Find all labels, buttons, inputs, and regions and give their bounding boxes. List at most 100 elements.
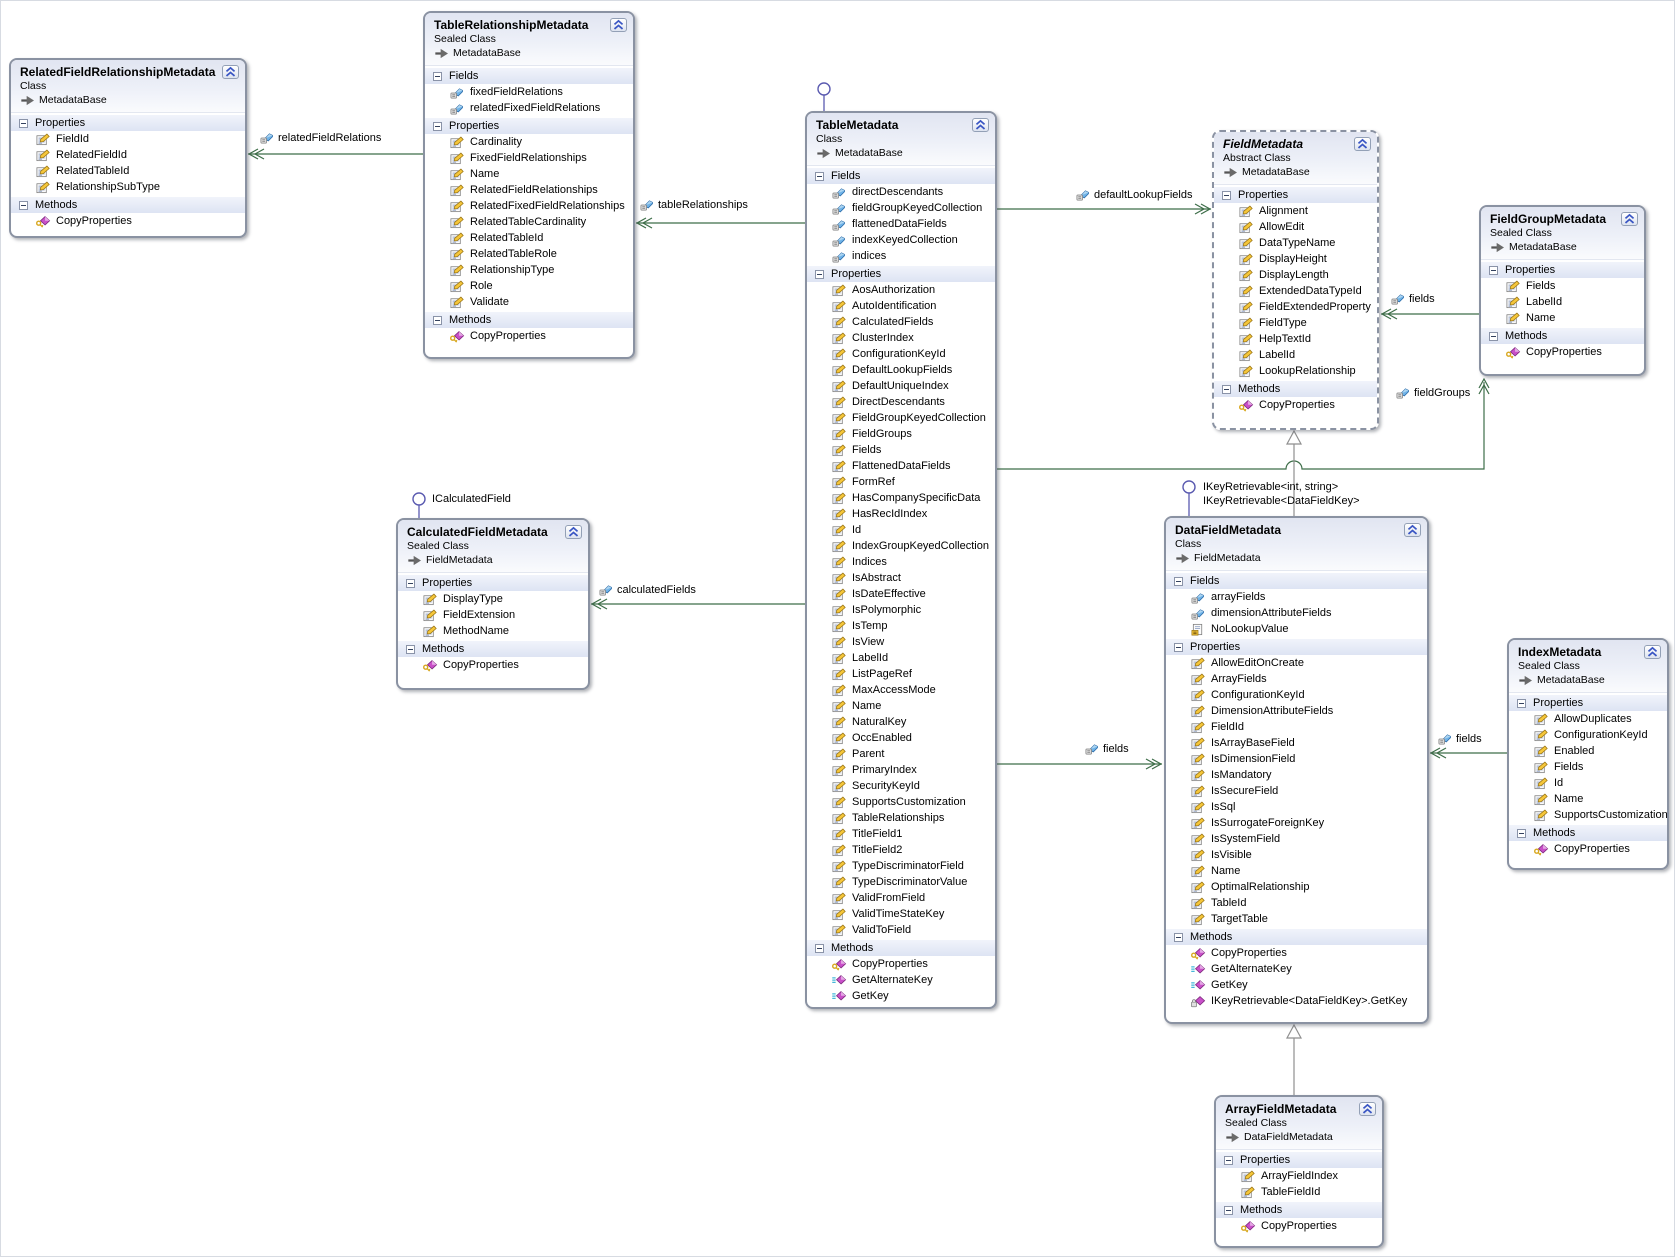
member-row[interactable]: DisplayHeight — [1214, 251, 1377, 267]
member-row[interactable]: HasRecIdIndex — [807, 506, 995, 522]
member-row[interactable]: Indices — [807, 554, 995, 570]
member-row[interactable]: GetKey — [1166, 977, 1427, 993]
section-header-methods[interactable]: Methods — [1214, 381, 1377, 397]
member-row[interactable]: ExtendedDataTypeId — [1214, 283, 1377, 299]
member-row[interactable]: Name — [425, 166, 633, 182]
section-header-properties[interactable]: Properties — [425, 118, 633, 134]
member-row[interactable]: ListPageRef — [807, 666, 995, 682]
section-header-methods[interactable]: Methods — [425, 312, 633, 328]
member-row[interactable]: ClusterIndex — [807, 330, 995, 346]
member-row[interactable]: IsSql — [1166, 799, 1427, 815]
member-row[interactable]: AllowEdit — [1214, 219, 1377, 235]
member-row[interactable]: LabelId — [1214, 347, 1377, 363]
member-row[interactable]: indexKeyedCollection — [807, 232, 995, 248]
section-header-fields[interactable]: Fields — [807, 168, 995, 184]
collapse-section-icon[interactable] — [1489, 331, 1498, 341]
section-header-methods[interactable]: Methods — [11, 197, 245, 213]
member-row[interactable]: Validate — [425, 294, 633, 310]
member-row[interactable]: IsMandatory — [1166, 767, 1427, 783]
section-header-methods[interactable]: Methods — [807, 940, 995, 956]
collapse-box-button[interactable] — [565, 525, 582, 539]
member-row[interactable]: Cardinality — [425, 134, 633, 150]
member-row[interactable]: Name — [1166, 863, 1427, 879]
member-row[interactable]: GetAlternateKey — [1166, 961, 1427, 977]
member-row[interactable]: TitleField1 — [807, 826, 995, 842]
fields-fieldgroup-association[interactable] — [1380, 308, 1479, 320]
member-row[interactable]: SupportsCustomization — [1509, 807, 1667, 823]
member-row[interactable]: DimensionAttributeFields — [1166, 703, 1427, 719]
member-row[interactable]: flattenedDataFields — [807, 216, 995, 232]
member-row[interactable]: IsSurrogateForeignKey — [1166, 815, 1427, 831]
member-row[interactable]: RelatedFieldRelationships — [425, 182, 633, 198]
section-header-properties[interactable]: Properties — [1214, 187, 1377, 203]
collapse-section-icon[interactable] — [406, 578, 415, 588]
member-row[interactable]: RelatedFieldId — [11, 147, 245, 163]
member-row[interactable]: CopyProperties — [425, 328, 633, 344]
section-header-properties[interactable]: Properties — [807, 266, 995, 282]
member-row[interactable]: Fields — [807, 442, 995, 458]
section-header-methods[interactable]: Methods — [398, 641, 588, 657]
fields-index-association[interactable] — [1429, 747, 1507, 759]
collapse-section-icon[interactable] — [406, 644, 415, 654]
member-row[interactable]: LookupRelationship — [1214, 363, 1377, 379]
member-row[interactable]: CopyProperties — [1214, 397, 1377, 413]
fieldGroups-association[interactable] — [997, 377, 1490, 470]
member-row[interactable]: CopyProperties — [11, 213, 245, 229]
collapse-section-icon[interactable] — [1517, 828, 1526, 838]
member-row[interactable]: OptimalRelationship — [1166, 879, 1427, 895]
collapse-section-icon[interactable] — [433, 315, 442, 325]
member-row[interactable]: IsView — [807, 634, 995, 650]
member-row[interactable]: RelationshipType — [425, 262, 633, 278]
member-row[interactable]: IKeyRetrievable<DataFieldKey>.GetKey — [1166, 993, 1427, 1009]
member-row[interactable]: IsPolymorphic — [807, 602, 995, 618]
member-row[interactable]: IsTemp — [807, 618, 995, 634]
member-row[interactable]: Parent — [807, 746, 995, 762]
member-row[interactable]: ValidFromField — [807, 890, 995, 906]
collapse-box-button[interactable] — [1621, 212, 1638, 226]
calculatedFields-association[interactable] — [590, 598, 805, 610]
member-row[interactable]: Role — [425, 278, 633, 294]
member-row[interactable]: ConfigurationKeyId — [1166, 687, 1427, 703]
section-header-properties[interactable]: Properties — [11, 115, 245, 131]
relatedFieldRelations-association[interactable] — [247, 148, 423, 160]
arrayfield-inherits-datafield[interactable] — [1285, 1023, 1303, 1095]
member-row[interactable]: TableRelationships — [807, 810, 995, 826]
collapse-box-button[interactable] — [1404, 523, 1421, 537]
member-row[interactable]: NaturalKey — [807, 714, 995, 730]
member-row[interactable]: MaxAccessMode — [807, 682, 995, 698]
member-row[interactable]: DefaultLookupFields — [807, 362, 995, 378]
section-header-methods[interactable]: Methods — [1509, 825, 1667, 841]
member-row[interactable]: FieldGroups — [807, 426, 995, 442]
member-row[interactable]: ArrayFieldIndex — [1216, 1168, 1382, 1184]
section-header-methods[interactable]: Methods — [1166, 929, 1427, 945]
member-row[interactable]: LabelId — [807, 650, 995, 666]
member-row[interactable]: MethodName — [398, 623, 588, 639]
member-row[interactable]: RelatedTableId — [11, 163, 245, 179]
collapse-section-icon[interactable] — [1224, 1155, 1233, 1165]
collapse-section-icon[interactable] — [1174, 642, 1183, 652]
member-row[interactable]: AllowEditOnCreate — [1166, 655, 1427, 671]
collapse-section-icon[interactable] — [1517, 698, 1526, 708]
member-row[interactable]: FixedFieldRelationships — [425, 150, 633, 166]
collapse-section-icon[interactable] — [1222, 384, 1231, 394]
member-row[interactable]: DirectDescendants — [807, 394, 995, 410]
member-row[interactable]: Name — [1509, 791, 1667, 807]
member-row[interactable]: DefaultUniqueIndex — [807, 378, 995, 394]
section-header-fields[interactable]: Fields — [1166, 573, 1427, 589]
member-row[interactable]: FieldExtendedProperty — [1214, 299, 1377, 315]
member-row[interactable]: relatedFixedFieldRelations — [425, 100, 633, 116]
member-row[interactable]: FieldId — [11, 131, 245, 147]
member-row[interactable]: Name — [1481, 310, 1644, 326]
member-row[interactable]: AutoIdentification — [807, 298, 995, 314]
collapse-box-button[interactable] — [1354, 137, 1371, 151]
member-row[interactable]: FormRef — [807, 474, 995, 490]
member-row[interactable]: Fields — [1509, 759, 1667, 775]
member-row[interactable]: Enabled — [1509, 743, 1667, 759]
ikeyretrievable-interface[interactable] — [1182, 480, 1196, 516]
